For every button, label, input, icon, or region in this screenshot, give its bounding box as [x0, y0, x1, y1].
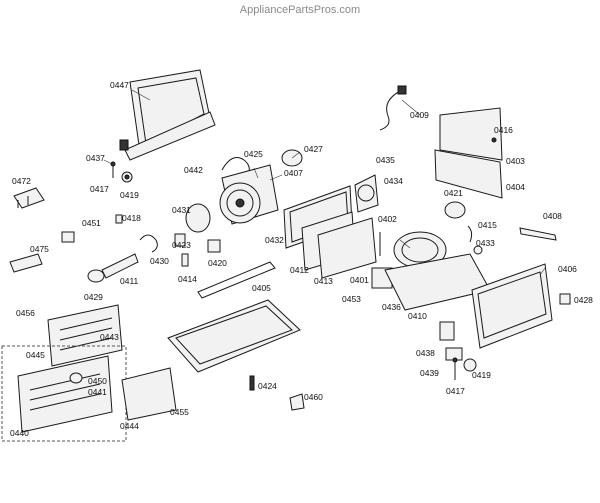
label-0402: 0402	[378, 214, 397, 224]
label-0409: 0409	[410, 110, 429, 120]
part-0406[interactable]	[471, 263, 553, 349]
label-0443: 0443	[100, 332, 119, 342]
part-0416[interactable]	[491, 137, 497, 143]
part-0434[interactable]	[354, 174, 379, 213]
part-0424[interactable]	[249, 375, 255, 391]
label-0427: 0427	[304, 144, 323, 154]
label-0407: 0407	[284, 168, 303, 178]
part-0419-bottom[interactable]	[463, 358, 477, 372]
label-0424: 0424	[258, 381, 277, 391]
label-0460: 0460	[304, 392, 323, 402]
part-labels: 0447 0437 0417 0419 0472 0442 0425 0427 …	[10, 80, 593, 438]
label-0413: 0413	[314, 276, 333, 286]
label-0441: 0441	[88, 387, 107, 397]
label-0414: 0414	[178, 274, 197, 284]
label-0403: 0403	[506, 156, 525, 166]
label-0445: 0445	[26, 350, 45, 360]
label-0430: 0430	[150, 256, 169, 266]
part-0414[interactable]	[181, 253, 189, 267]
label-0439: 0439	[420, 368, 439, 378]
part-0409[interactable]	[379, 85, 407, 131]
label-0404: 0404	[506, 182, 525, 192]
part-0455[interactable]	[121, 367, 177, 421]
part-0438[interactable]	[439, 321, 455, 341]
part-0460[interactable]	[289, 393, 305, 411]
label-0428: 0428	[574, 295, 593, 305]
part-0420[interactable]	[207, 239, 221, 253]
part-0472[interactable]	[13, 187, 45, 209]
label-0401: 0401	[350, 275, 369, 285]
label-0408: 0408	[543, 211, 562, 221]
label-0472: 0472	[12, 176, 31, 186]
label-0411: 0411	[120, 276, 139, 286]
part-0437[interactable]	[110, 161, 116, 178]
label-0431: 0431	[172, 205, 191, 215]
part-0417-bottom[interactable]	[452, 357, 458, 380]
part-0405[interactable]	[167, 261, 301, 373]
label-0444: 0444	[120, 421, 139, 431]
label-0419-bottom: 0419	[472, 370, 491, 380]
part-0451[interactable]	[61, 231, 75, 243]
label-0417-bottom: 0417	[446, 386, 465, 396]
label-0420: 0420	[208, 258, 227, 268]
label-0421: 0421	[444, 188, 463, 198]
label-0438: 0438	[416, 348, 435, 358]
watermark-text: AppliancePartsPros.com	[239, 4, 361, 16]
part-0423[interactable]	[174, 233, 186, 247]
label-0434: 0434	[384, 176, 403, 186]
label-0442: 0442	[184, 165, 203, 175]
label-0453: 0453	[342, 294, 361, 304]
label-0437: 0437	[86, 153, 105, 163]
label-0436: 0436	[382, 302, 401, 312]
label-0415: 0415	[478, 220, 497, 230]
part-0418[interactable]	[115, 214, 123, 224]
part-0411[interactable]	[101, 253, 139, 279]
leader-lines	[103, 89, 546, 276]
part-0430[interactable]	[139, 234, 158, 253]
label-0405: 0405	[252, 283, 271, 293]
part-0444[interactable]	[1, 345, 127, 442]
label-0417: 0417	[90, 184, 109, 194]
label-0440: 0440	[10, 428, 29, 438]
label-0410: 0410	[408, 311, 427, 321]
label-0451: 0451	[82, 218, 101, 228]
part-0431[interactable]	[185, 203, 211, 233]
label-0450: 0450	[88, 376, 107, 386]
label-0432: 0432	[265, 235, 284, 245]
part-0419-top[interactable]	[121, 171, 133, 183]
part-0475[interactable]	[9, 253, 43, 273]
label-0412: 0412	[290, 265, 309, 275]
part-0413[interactable]	[317, 217, 377, 279]
label-0435: 0435	[376, 155, 395, 165]
part-0403[interactable]	[439, 107, 503, 161]
label-0456: 0456	[16, 308, 35, 318]
part-0421[interactable]	[444, 201, 466, 219]
label-0423: 0423	[172, 240, 191, 250]
label-0418: 0418	[122, 213, 141, 223]
label-0455: 0455	[170, 407, 189, 417]
label-0475: 0475	[30, 244, 49, 254]
label-0429: 0429	[84, 292, 103, 302]
label-0406: 0406	[558, 264, 577, 274]
label-0419: 0419	[120, 190, 139, 200]
part-0429[interactable]	[87, 269, 105, 283]
part-0433[interactable]	[473, 245, 483, 255]
label-0425: 0425	[244, 149, 263, 159]
part-0408[interactable]	[519, 227, 557, 241]
part-0450[interactable]	[69, 372, 83, 384]
label-0433: 0433	[476, 238, 495, 248]
part-0428[interactable]	[559, 293, 571, 305]
part-0447[interactable]	[119, 69, 216, 161]
part-0407[interactable]	[219, 164, 279, 225]
part-0443[interactable]	[47, 304, 123, 367]
part-0404[interactable]	[434, 149, 503, 199]
label-0447: 0447	[110, 80, 129, 90]
label-0416: 0416	[494, 125, 513, 135]
part-0415[interactable]	[467, 225, 473, 243]
